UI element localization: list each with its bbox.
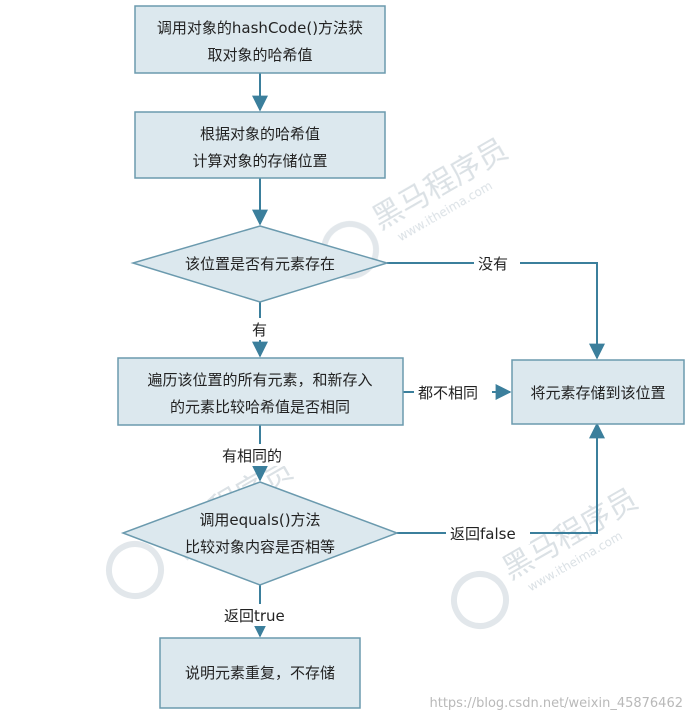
node-duplicate: 说明元素重复，不存储 — [159, 637, 361, 709]
node-store-element-text: 将元素存储到该位置 — [530, 384, 665, 402]
edge-label-return-true: 返回true — [224, 607, 285, 625]
edge-labels: 没有 有 都不相同 有相同的 返回false 返回true — [218, 252, 530, 626]
node-get-hashcode-line1: 调用对象的hashCode()方法获 — [157, 19, 363, 37]
nodes: 调用对象的hashCode()方法获 取对象的哈希值 根据对象的哈希值 计算对象… — [117, 5, 685, 709]
node-traverse-compare: 遍历该位置的所有元素，和新存入 的元素比较哈希值是否相同 — [117, 357, 404, 426]
edge-label-all-different: 都不相同 — [418, 384, 478, 402]
node-traverse-compare-line2: 的元素比较哈希值是否相同 — [170, 398, 350, 416]
node-compute-position-line2: 计算对象的存储位置 — [192, 152, 327, 170]
node-get-hashcode-line2: 取对象的哈希值 — [207, 46, 312, 64]
watermark-3: 黑马程序员 www.itheima.com — [451, 482, 644, 629]
node-traverse-compare-line1: 遍历该位置的所有元素，和新存入 — [147, 371, 372, 389]
node-compute-position-line1: 根据对象的哈希值 — [200, 125, 320, 143]
decision-equals-line1: 调用equals()方法 — [199, 511, 320, 529]
edge-label-no: 没有 — [478, 255, 508, 273]
decision-equals-line2: 比较对象内容是否相等 — [185, 538, 335, 556]
edge-label-return-false: 返回false — [450, 525, 516, 543]
watermark-logo-icon — [451, 571, 509, 629]
edge-label-yes: 有 — [252, 321, 267, 339]
node-store-element: 将元素存储到该位置 — [511, 359, 685, 425]
node-get-hashcode: 调用对象的hashCode()方法获 取对象的哈希值 — [134, 5, 386, 74]
watermark-logo-icon — [106, 541, 164, 599]
node-compute-position: 根据对象的哈希值 计算对象的存储位置 — [134, 111, 386, 179]
decision-equals: 调用equals()方法 比较对象内容是否相等 — [120, 481, 400, 586]
decision-has-element: 该位置是否有元素存在 — [130, 225, 390, 303]
edge-check-no-to-store — [387, 262, 605, 360]
edge-label-has-same: 有相同的 — [222, 447, 282, 465]
node-duplicate-text: 说明元素重复，不存储 — [185, 664, 335, 682]
decision-has-element-text: 该位置是否有元素存在 — [185, 255, 335, 273]
site-url-watermark: https://blog.csdn.net/weixin_45876462 — [429, 696, 683, 711]
